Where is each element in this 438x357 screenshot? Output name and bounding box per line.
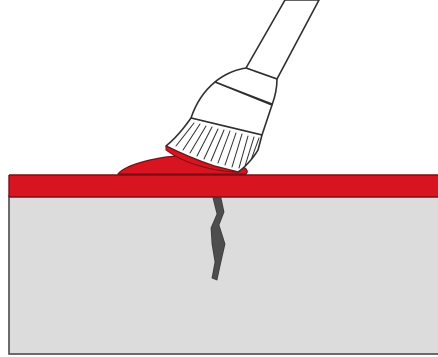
concrete-slab (9, 196, 438, 354)
paint-brush-icon (166, 0, 319, 172)
brush-handle (246, 0, 319, 79)
coating-layer (9, 175, 438, 197)
